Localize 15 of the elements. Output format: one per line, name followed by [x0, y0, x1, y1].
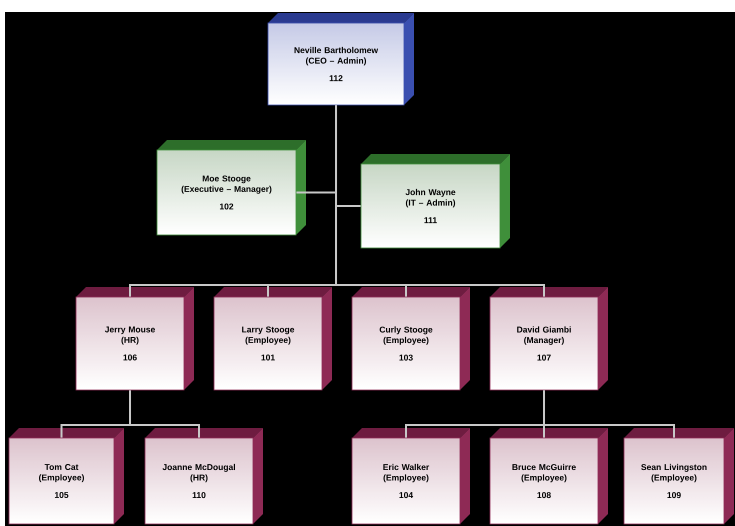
org-box: John Wayne (IT – Admin) 111: [360, 154, 510, 248]
connector-line: [543, 390, 675, 438]
org-box: Curly Stooge (Employee) 103: [352, 287, 470, 390]
org-box: Bruce McGuirre (Employee) 108: [490, 428, 608, 524]
org-box: Neville Bartholomew (CEO – Admin) 112: [268, 13, 414, 106]
org-box: Larry Stooge (Employee) 101: [214, 287, 332, 390]
org-box: David Giambi (Manager) 107: [490, 287, 608, 390]
org-box: Joanne McDougal (HR) 110: [144, 428, 263, 524]
org-box: Moe Stooge (Executive – Manager) 102: [156, 140, 306, 236]
org-box: Tom Cat (Employee) 105: [8, 428, 124, 524]
connector-line: [129, 390, 200, 438]
connector-line: [335, 105, 545, 297]
org-box: Eric Walker (Employee) 104: [352, 428, 470, 524]
org-box: Jerry Mouse (HR) 106: [76, 287, 194, 390]
org-box: Sean Livingston (Employee) 109: [624, 428, 734, 524]
